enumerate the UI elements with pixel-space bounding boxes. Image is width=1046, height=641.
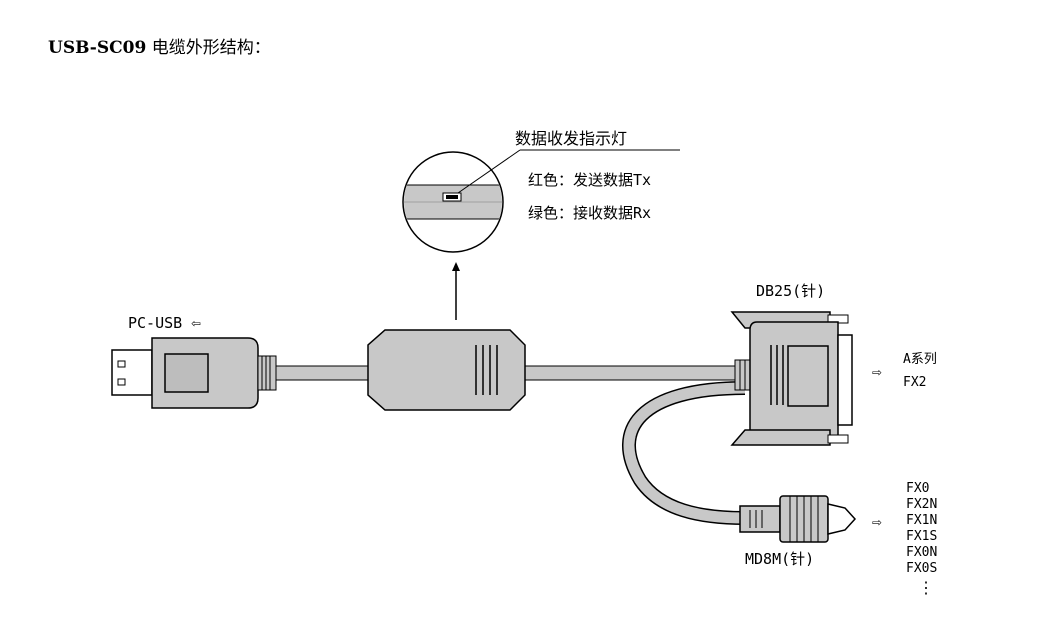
- title-text: 电缆外形结构：: [151, 38, 271, 58]
- md8m-right-arrow-icon: ⇨: [872, 512, 882, 531]
- db25-connector: [730, 311, 853, 446]
- pc-usb-label: PC-USB ⇦: [128, 313, 201, 332]
- md8m-target: FX2N: [906, 497, 938, 512]
- model-name: USB-SC09: [48, 38, 147, 58]
- db25-right-arrow-icon: ⇨: [872, 362, 882, 381]
- md8m-target: FX1S: [906, 529, 938, 544]
- md8m-target-ellipsis: ⋮: [918, 578, 934, 597]
- indicator-heading: 数据收发指示灯: [515, 129, 628, 148]
- db25-label: DB25(针): [756, 282, 826, 300]
- usb-plug: [111, 337, 277, 409]
- indicator-magnifier: [402, 149, 680, 253]
- md8m-label: MD8M(针): [745, 550, 815, 568]
- db25-target-1: A系列: [903, 352, 937, 367]
- md8m-target: FX1N: [906, 513, 938, 528]
- branch-cable: [622, 381, 746, 525]
- db25-target-2: FX2: [903, 375, 927, 390]
- page-title: USB-SC09 电缆外形结构：: [48, 33, 271, 58]
- converter-box: [367, 329, 526, 411]
- left-arrow-icon: ⇦: [191, 313, 201, 332]
- md8m-target: FX0N: [906, 545, 938, 560]
- md8m-connector: [739, 495, 857, 543]
- md8m-target: FX0: [906, 481, 930, 496]
- indicator-green-label: 绿色：接收数据Rx: [528, 204, 652, 222]
- md8m-target: FX0S: [906, 561, 938, 576]
- pc-usb-text: PC-USB: [128, 314, 183, 332]
- indicator-arrow: [452, 262, 460, 320]
- indicator-red-label: 红色：发送数据Tx: [528, 171, 652, 189]
